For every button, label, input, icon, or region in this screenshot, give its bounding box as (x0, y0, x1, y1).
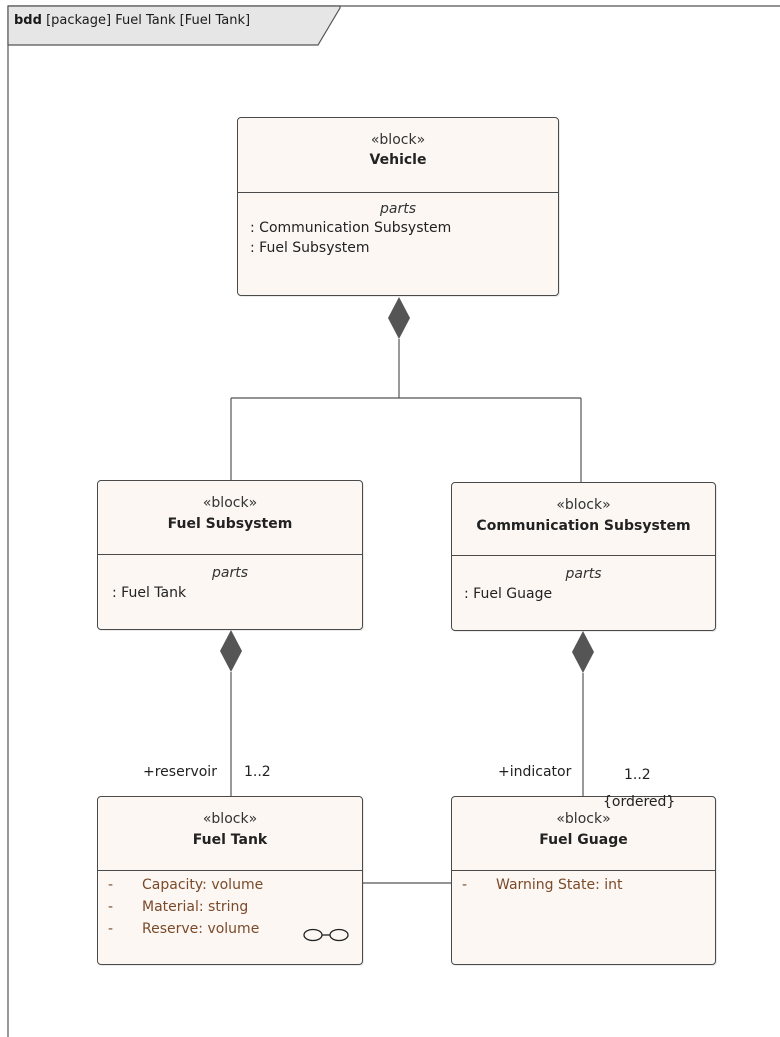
block-name: Fuel Tank (192, 832, 268, 848)
part-item: : Fuel Tank (112, 585, 187, 601)
stereotype-label: «block» (556, 497, 611, 513)
role-label-reservoir: +reservoir (143, 764, 217, 780)
block-header: «block» Fuel Subsystem (98, 481, 362, 555)
values-compartment: - Capacity: volume - Material: string - Res… (98, 871, 362, 937)
block-communication-subsystem[interactable]: «block» Communication Subsystem parts : … (451, 482, 716, 631)
block-header: «block» Fuel Tank (98, 797, 362, 871)
visibility-marker: - (108, 921, 114, 937)
block-header: «block» Communication Subsystem (452, 483, 715, 556)
attribute-text: Material: string (142, 899, 249, 915)
frame-tab-shape (7, 5, 341, 46)
frame-kind: bdd (14, 13, 42, 28)
block-name: Fuel Guage (539, 832, 628, 848)
attribute-text: Capacity: volume (142, 877, 264, 893)
composition-diamond-vehicle (388, 297, 410, 339)
composition-diamond-comm-subsystem (572, 631, 594, 673)
part-item: : Fuel Subsystem (250, 240, 370, 256)
stereotype-label: «block» (202, 495, 258, 511)
attribute-item: - Warning State: int (452, 877, 715, 893)
composition-diamond-fuel-subsystem (220, 630, 242, 672)
attribute-item: - Reserve: volume (98, 921, 362, 937)
compartment-title: parts (565, 566, 602, 582)
block-name: Fuel Subsystem (167, 516, 293, 532)
block-fuel-guage[interactable]: «block» Fuel Guage - Warning State: int (451, 796, 716, 965)
visibility-marker: - (462, 877, 468, 893)
glasses-icon (303, 928, 349, 942)
block-vehicle[interactable]: «block» Vehicle parts : Communication Su… (237, 117, 559, 296)
values-compartment: - Warning State: int (452, 871, 715, 893)
attribute-item: - Material: string (98, 899, 362, 915)
part-item: : Communication Subsystem (250, 220, 452, 236)
compartment-title: parts (211, 565, 248, 581)
attribute-text: Warning State: int (496, 877, 623, 893)
attribute-item: - Capacity: volume (98, 877, 362, 893)
part-item: : Fuel Guage (464, 586, 553, 602)
multiplicity-label-reservoir: 1..2 (244, 764, 271, 780)
block-name: Vehicle (369, 152, 427, 168)
block-fuel-subsystem[interactable]: «block» Fuel Subsystem parts : Fuel Tank (97, 480, 363, 630)
stereotype-label: «block» (556, 811, 611, 827)
parts-compartment: parts : Fuel Tank (98, 555, 362, 601)
visibility-marker: - (108, 877, 114, 893)
block-name: Communication Subsystem (476, 518, 691, 534)
parts-compartment: parts : Communication Subsystem : Fuel S… (238, 193, 558, 256)
block-fuel-tank[interactable]: «block» Fuel Tank - Capacity: volume - Mat… (97, 796, 363, 965)
block-header: «block» Vehicle (238, 118, 558, 193)
role-label-indicator: +indicator (498, 764, 572, 780)
stereotype-label: «block» (370, 132, 426, 148)
multiplicity-label-indicator: 1..2 (624, 767, 651, 783)
block-header: «block» Fuel Guage (452, 797, 715, 871)
stereotype-label: «block» (202, 811, 258, 827)
frame-title-text: [package] Fuel Tank [Fuel Tank] (46, 13, 251, 28)
constraint-label-ordered: {ordered} (603, 794, 676, 810)
compartment-title: parts (379, 201, 416, 217)
attribute-text: Reserve: volume (142, 921, 260, 937)
frame-title: bdd [package] Fuel Tank [Fuel Tank] (14, 13, 250, 28)
parts-compartment: parts : Fuel Guage (452, 556, 715, 602)
visibility-marker: - (108, 899, 114, 915)
